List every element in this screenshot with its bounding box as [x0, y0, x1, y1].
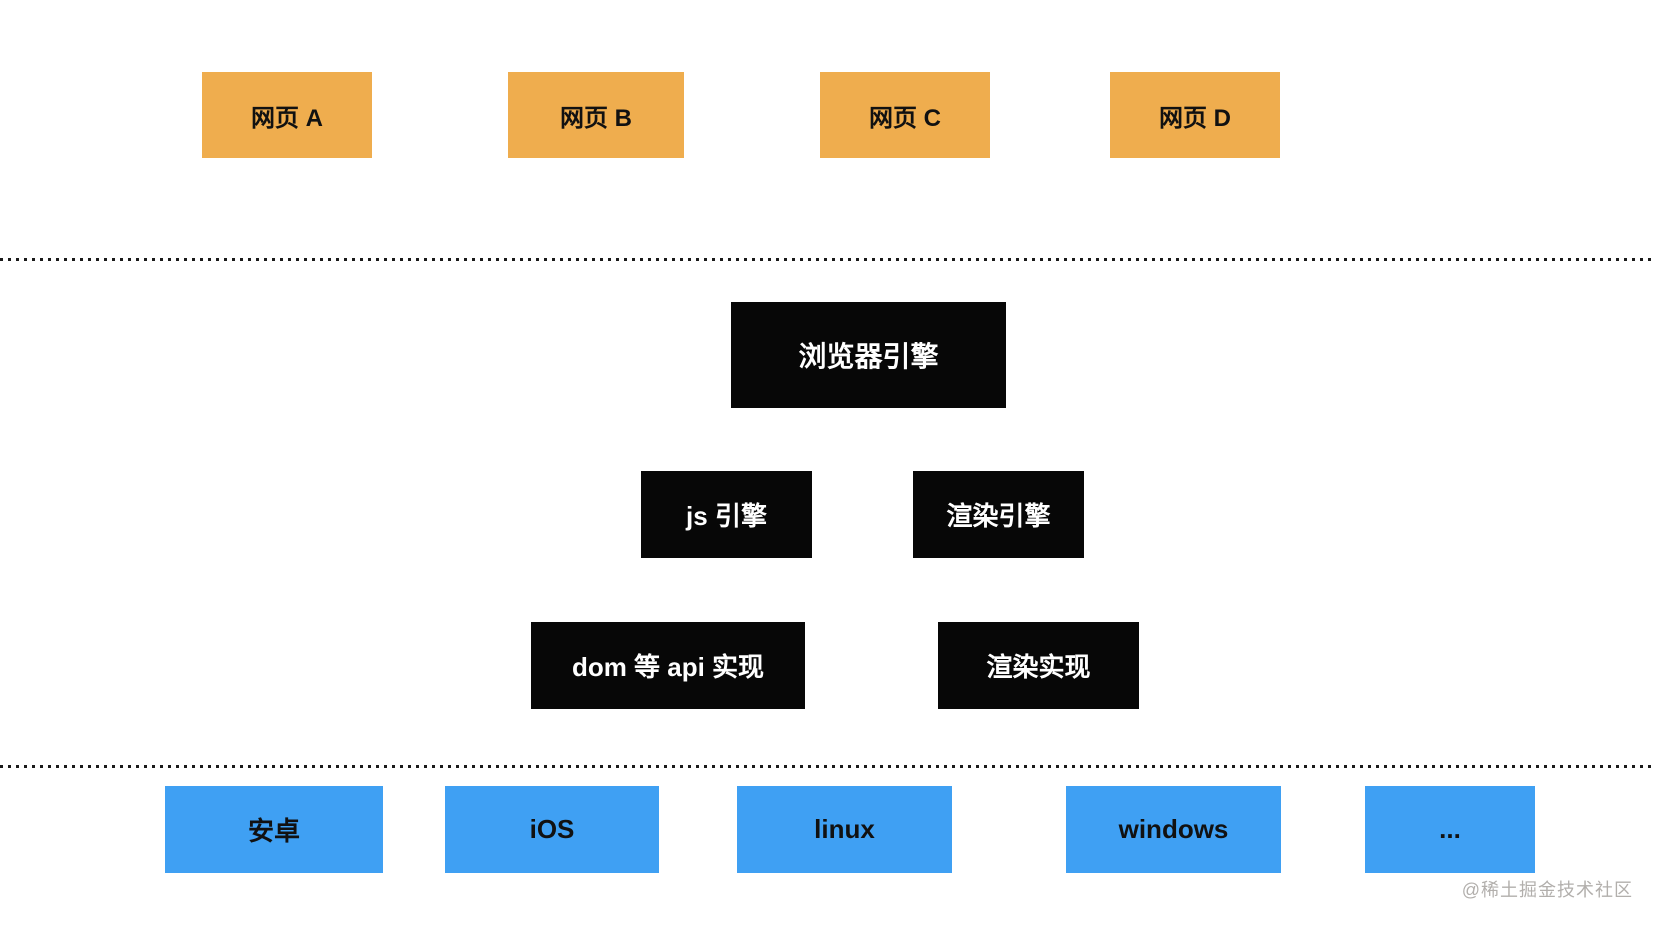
platform-box-ios: iOS	[445, 786, 659, 873]
webpage-box-c: 网页 C	[820, 72, 990, 158]
platform-box-android: 安卓	[165, 786, 383, 873]
upper-divider	[0, 258, 1656, 261]
browser-engine-box: 浏览器引擎	[731, 302, 1006, 408]
watermark: @稀土掘金技术社区	[1461, 880, 1633, 900]
platform-box-windows: windows	[1066, 786, 1281, 873]
webpage-box-a: 网页 A	[202, 72, 372, 158]
webpage-box-b: 网页 B	[508, 72, 684, 158]
webpage-box-d: 网页 D	[1110, 72, 1280, 158]
render-engine-box: 渲染引擎	[913, 471, 1084, 558]
js-engine-box: js 引擎	[641, 471, 812, 558]
render-impl-box: 渲染实现	[938, 622, 1139, 709]
dom-api-impl-box: dom 等 api 实现	[531, 622, 805, 709]
platform-box-more: ...	[1365, 786, 1535, 873]
platform-box-linux: linux	[737, 786, 952, 873]
lower-divider	[0, 765, 1656, 768]
